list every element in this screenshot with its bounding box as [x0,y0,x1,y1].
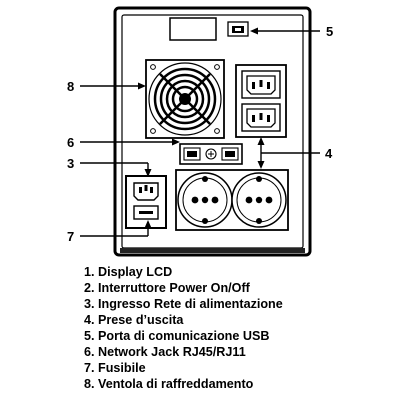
legend-item-6: 6. Network Jack RJ45/RJ11 [84,345,246,359]
legend-item-5: 5. Porta di comunicazione USB [84,329,270,343]
cooling-fan [145,59,225,139]
callout-3-power-inlet: 3 [67,156,74,171]
legend-item-1: 1. Display LCD [84,265,173,279]
ups-rear-panel-diagram: 1 2 8 5 6 3 4 7 [67,6,333,257]
callout-5-usb: 5 [326,24,333,39]
callout-8-fan: 8 [67,79,74,94]
legend-item-2: 2. Interruttore Power On/Off [84,281,250,295]
leader-lines [80,27,320,237]
callout-7-fuse: 7 [67,229,74,244]
legend-list: 1. Display LCD 2. Interruttore Power On/… [84,264,283,392]
legend-item-3: 3. Ingresso Rete di alimentazione [84,297,283,311]
legend-item-7: 7. Fusibile [84,361,146,375]
legend-item-8: 8. Ventola di raffreddamento [84,377,254,391]
schuko-output-sockets [175,169,289,231]
callout-4-output-sockets: 4 [325,146,333,161]
power-inlet-with-fuse [125,175,167,229]
network-jacks [179,143,243,165]
legend-item-4: 4. Prese d’uscita [84,313,184,327]
lcd-display [169,17,217,41]
callout-6-network-jack: 6 [67,135,74,150]
usb-port [227,21,249,37]
iec-output-outlets [235,64,287,138]
